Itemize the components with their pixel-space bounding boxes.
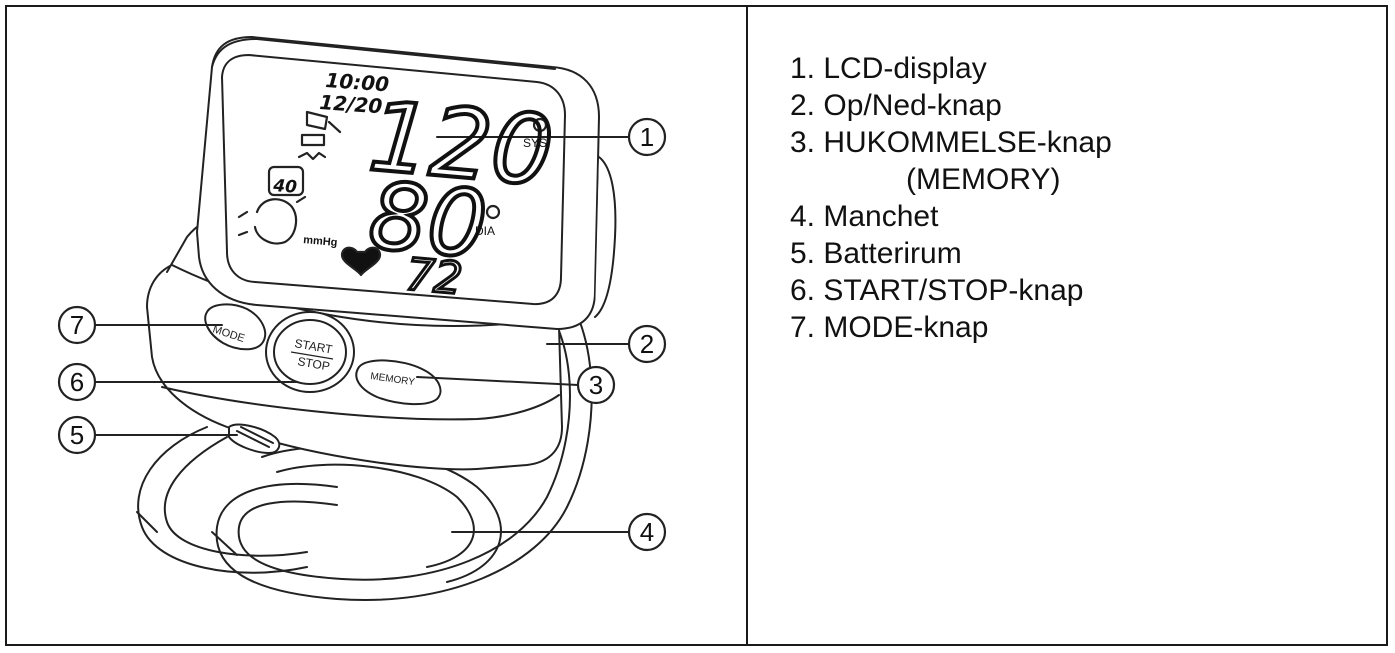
lcd-pulse: 72 (404, 249, 464, 305)
callout-7-circle (57, 305, 97, 345)
callout-1: 1 (640, 122, 654, 152)
legend-item: 6. START/STOP-knap (790, 274, 1084, 307)
callout-6: 6 (70, 367, 84, 397)
cuff-icon (305, 110, 342, 134)
body-posture-icon (253, 198, 298, 245)
memory-button (355, 359, 442, 406)
callout-4-circle (627, 512, 667, 552)
mode-button (204, 303, 267, 351)
lcd-mode-indicator: 40 (272, 176, 298, 198)
leader-lines (94, 136, 630, 533)
legend-item: 5. Batterirum (790, 237, 962, 270)
lcd-systolic: 120 (365, 80, 557, 208)
legend-item: 2. Op/Ned-knap (790, 89, 1002, 122)
lcd-sys-label: SYS (523, 136, 547, 150)
legend-item-continuation: (MEMORY) (906, 163, 1061, 196)
lcd-unit: mmHg (303, 234, 338, 249)
figure-frame (5, 5, 1388, 646)
callout-5-circle (57, 415, 97, 455)
parts-legend: 1. LCD-display 2. Op/Ned-knap 3. HUKOMME… (790, 50, 1112, 346)
column-divider (746, 5, 748, 646)
stop-button-label: STOP (296, 354, 330, 373)
legend-item: 1. LCD-display (790, 52, 987, 85)
battery-icon (300, 133, 326, 147)
callout-4: 4 (640, 517, 654, 547)
wave-icon (297, 151, 327, 161)
dia-indicator-icon (485, 204, 501, 220)
callout-7: 7 (70, 310, 84, 340)
callout-circles (57, 117, 667, 552)
blood-pressure-monitor-illustration: 10:00 12/20 40 120 80 72 SYS DIA mmHg MO… (57, 36, 667, 601)
callout-2-circle (627, 324, 667, 364)
sys-indicator-icon (532, 117, 548, 133)
callout-6-circle (57, 362, 97, 402)
lcd-icons (237, 110, 548, 277)
buttons (204, 303, 442, 454)
callout-1-circle (627, 117, 667, 157)
heart-icon (340, 246, 382, 277)
legend-item: 3. HUKOMMELSE-knap (790, 126, 1112, 159)
legend-item: 7. MODE-knap (790, 311, 989, 344)
callout-5: 5 (70, 420, 84, 450)
callout-2: 2 (640, 329, 654, 359)
lcd-time: 10:00 (325, 68, 390, 96)
lcd-date: 12/20 (319, 90, 384, 118)
callout-3: 3 (589, 370, 603, 400)
user-indicator-icon (267, 165, 305, 197)
lcd-dia-label: DIA (475, 224, 495, 238)
legend-item: 4. Manchet (790, 200, 939, 233)
start-button-label: START (293, 336, 334, 357)
lcd-diastolic: 80 (365, 162, 491, 279)
callout-3-circle (576, 365, 616, 405)
